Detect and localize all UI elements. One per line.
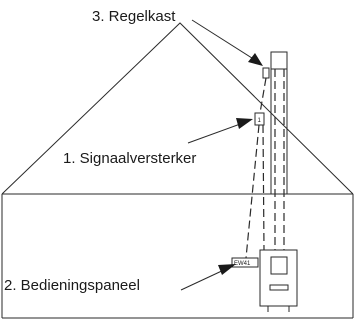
repeater-tag: 1: [258, 118, 262, 124]
signal-repeater: 1: [254, 112, 265, 126]
signal-lines: [245, 69, 285, 259]
roof: [1, 22, 354, 195]
arrow-signaalversterker: [187, 118, 253, 144]
label-regelkast: 3. Regelkast: [92, 8, 176, 25]
boiler-unit: [259, 249, 298, 312]
control-tag: EW41: [234, 261, 251, 267]
arrow-bedieningspaneel: [180, 264, 236, 291]
label-signaalversterker: 1. Signaalversterker: [63, 150, 196, 167]
boiler-display: [270, 256, 288, 275]
house-walls: [1, 193, 354, 319]
boiler-slot: [269, 284, 289, 291]
label-bedieningspaneel: 2. Bedieningspaneel: [4, 277, 140, 294]
control-box: [262, 67, 270, 79]
arrow-regelkast: [191, 19, 263, 66]
operating-panel-tag: EW41: [231, 257, 259, 268]
chimney: [270, 51, 288, 194]
